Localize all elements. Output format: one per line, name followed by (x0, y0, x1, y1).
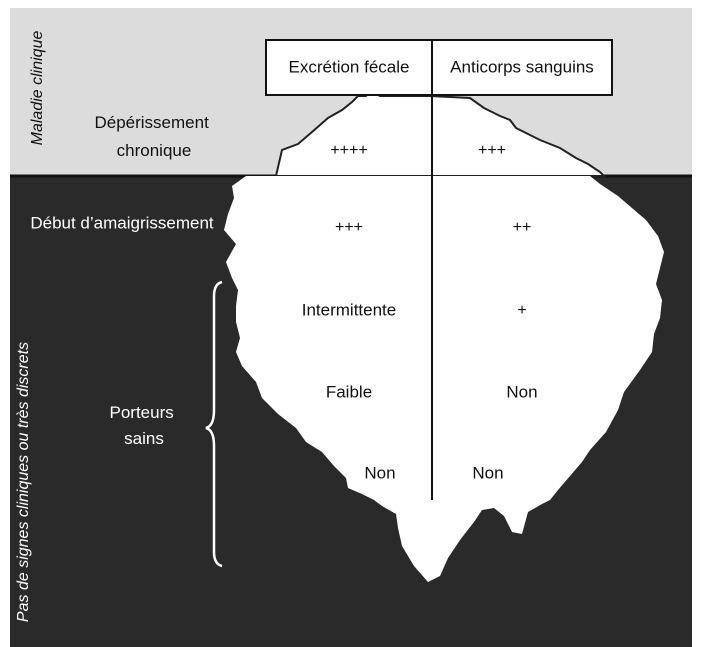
stage-4-excretion: Faible (326, 382, 372, 401)
stage-2-excretion: +++ (335, 219, 363, 236)
stage-4-anticorps: Non (506, 382, 537, 401)
stage-5-anticorps: Non (472, 463, 503, 482)
stage-label-line-1: Dépérissement (94, 113, 209, 132)
upper-section-label: Maladie clinique (29, 31, 46, 146)
header-box-anticorps (431, 39, 613, 96)
iceberg-body (224, 176, 664, 582)
stage-1-excretion: ++++ (330, 142, 367, 159)
group-brace (205, 280, 223, 568)
header-anticorps: Anticorps sanguins (450, 57, 594, 76)
stage-label-deperissement: Dépérissement chronique (94, 113, 213, 160)
lower-section-label: Pas de signes cliniques ou très discrets (15, 342, 32, 622)
group-label-line: Porteurs (110, 403, 174, 422)
header-box-excretion (265, 39, 433, 96)
stage-3-anticorps: + (517, 302, 526, 319)
header-excretion: Excrétion fécale (289, 57, 410, 76)
group-label: Porteurs sains (110, 403, 179, 448)
stage-1-anticorps: +++ (478, 142, 506, 159)
stage-2-anticorps: ++ (513, 219, 532, 236)
group-label-line-2: sains (124, 429, 164, 448)
stage-label-line-1-2: chronique (117, 141, 192, 160)
stage-3-excretion: Intermittente (302, 300, 397, 319)
stage-5-excretion: Non (364, 463, 395, 482)
stage-label-amaigrissement: Début d’amaigrissement (30, 213, 214, 232)
